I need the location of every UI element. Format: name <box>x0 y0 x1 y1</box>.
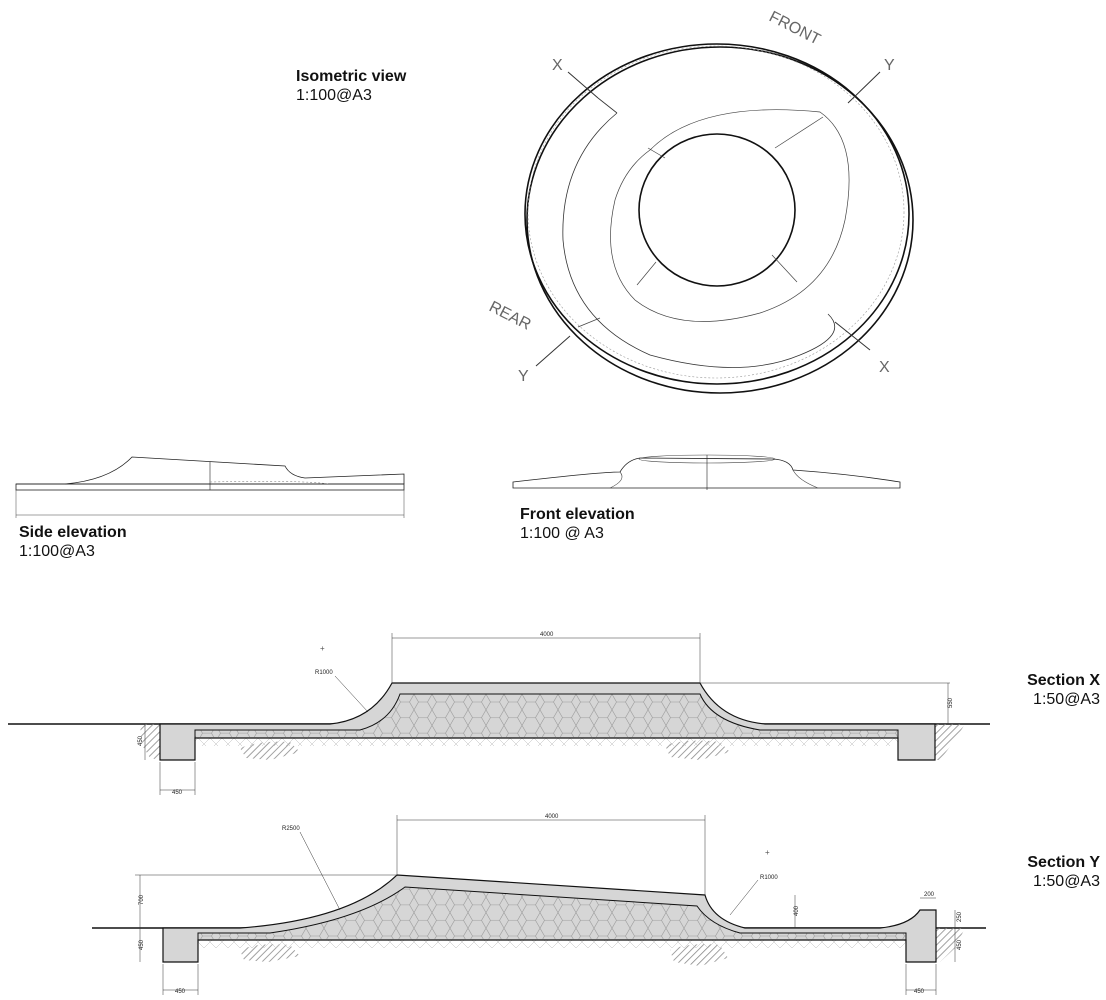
sy-footing-width-left-dim: 450 <box>175 989 186 995</box>
isometric-view-scale: 1:100@A3 <box>296 87 372 104</box>
side-elevation-scale: 1:100@A3 <box>19 543 95 560</box>
section-mark-y-top: Y <box>884 57 895 74</box>
front-elevation-title: Front elevation <box>520 506 635 523</box>
side-elevation-label: Side elevation 1:100@A3 <box>19 523 127 561</box>
section-x-scale: 1:50@A3 <box>1033 691 1100 708</box>
section-x-label: Section X 1:50@A3 <box>1027 671 1100 709</box>
sx-top-dim: 4000 <box>540 632 554 638</box>
svg-text:+: + <box>320 644 325 653</box>
sy-radius-right-dim: R1000 <box>760 875 778 881</box>
sy-footing-width-right-dim: 450 <box>914 989 925 995</box>
section-y-title: Section Y <box>1027 854 1100 871</box>
front-elevation-scale: 1:100 @ A3 <box>520 525 604 542</box>
section-mark-x-top: X <box>552 57 563 74</box>
section-x-title: Section X <box>1027 672 1100 689</box>
sx-footing-depth-dim: 450 <box>138 735 144 746</box>
sy-curb-depth-dim: 450 <box>957 939 963 950</box>
section-y-label: Section Y 1:50@A3 <box>1027 853 1100 891</box>
sx-radius-dim: R1000 <box>315 670 333 676</box>
sx-footing-width-dim: 450 <box>172 790 183 796</box>
sx-height-dim: 550 <box>948 697 954 708</box>
sy-height-dim: 700 <box>139 894 145 905</box>
section-mark-y-bottom: Y <box>518 368 529 385</box>
sy-footing-depth-dim: 450 <box>139 939 145 950</box>
isometric-drawing: X X Y Y FRONT REAR <box>486 8 914 394</box>
sy-radius-left-dim: R2500 <box>282 826 300 832</box>
front-elevation-drawing <box>512 454 901 490</box>
section-x-drawing: 4000 550 R1000 450 450 + <box>8 632 990 796</box>
section-mark-x-bottom: X <box>879 359 890 376</box>
front-elevation-label: Front elevation 1:100 @ A3 <box>520 505 635 543</box>
section-y-drawing: 4000 R2500 R1000 700 450 400 450 450 200… <box>92 814 986 995</box>
section-y-scale: 1:50@A3 <box>1033 873 1100 890</box>
isometric-view-label: Isometric view 1:100@A3 <box>296 67 406 105</box>
sy-top-dim: 4000 <box>545 814 559 820</box>
front-orientation-label: FRONT <box>766 8 823 48</box>
sy-curb-width-dim: 200 <box>924 892 935 898</box>
sy-step-dim: 400 <box>794 905 800 916</box>
svg-text:+: + <box>765 848 770 857</box>
side-elevation-drawing <box>15 456 405 518</box>
sy-curb-height-dim: 250 <box>957 911 963 922</box>
rear-orientation-label: REAR <box>486 298 533 333</box>
isometric-view-title: Isometric view <box>296 68 407 85</box>
side-elevation-title: Side elevation <box>19 524 127 541</box>
